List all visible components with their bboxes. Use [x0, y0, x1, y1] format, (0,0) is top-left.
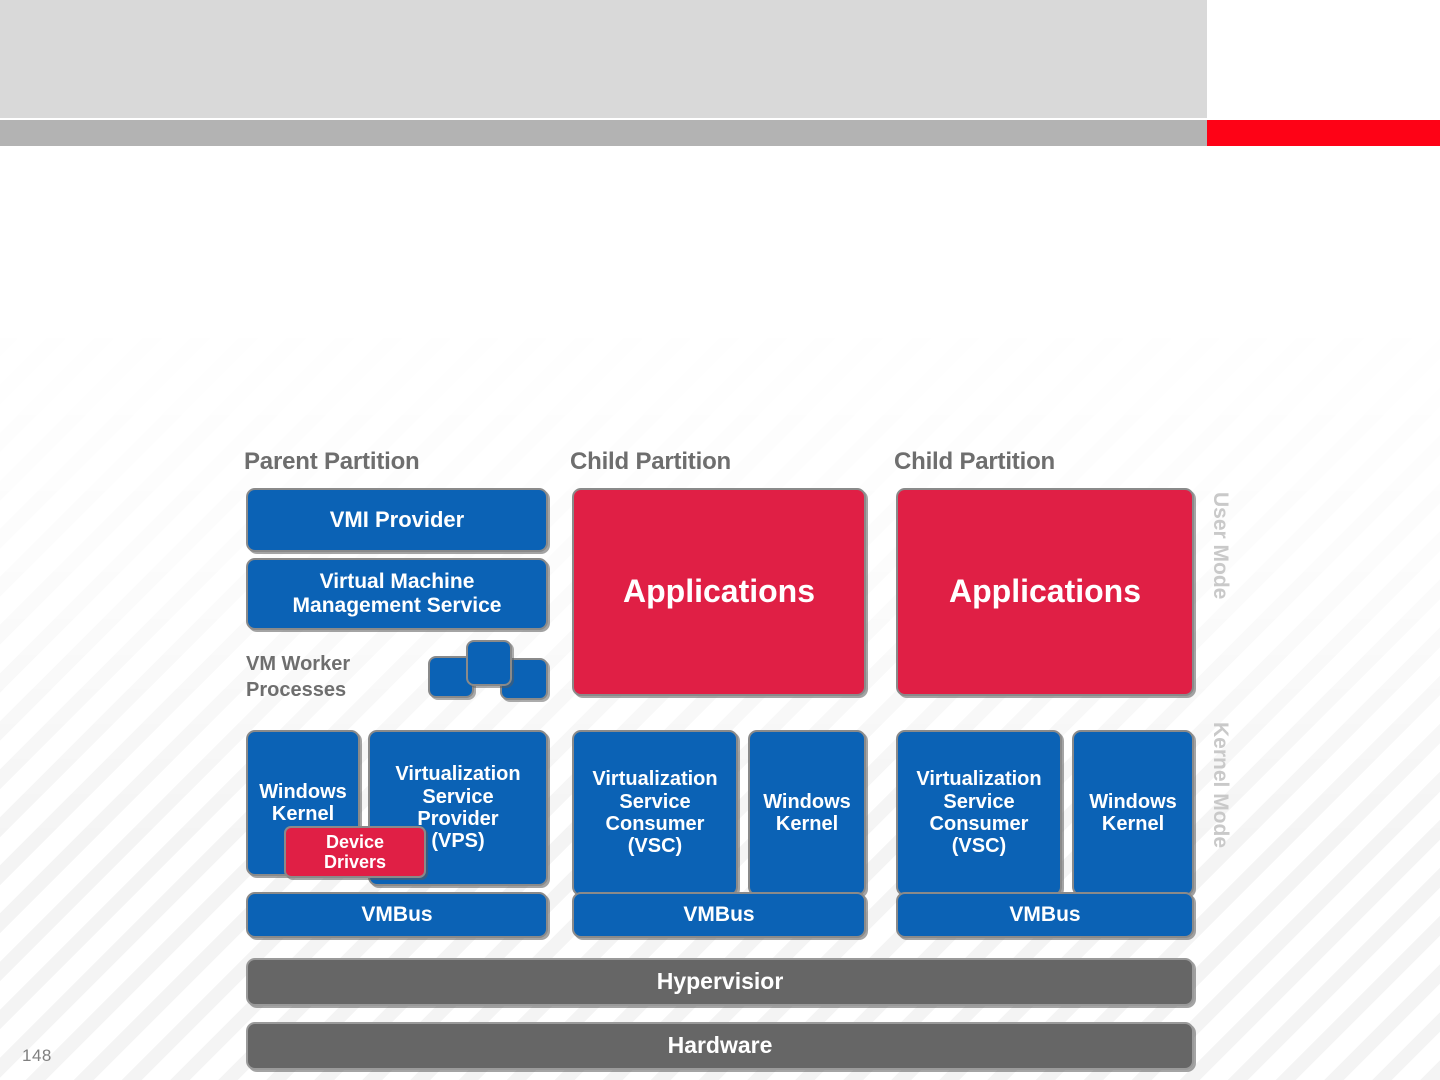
box-label: Hardware — [667, 1032, 773, 1059]
slide-header-accent-bar — [1207, 120, 1440, 146]
box-label: VMBus — [361, 903, 433, 927]
box-label: Hypervisior — [656, 968, 784, 995]
box-label: Applications — [948, 573, 1141, 610]
slide-header-block — [0, 0, 1207, 118]
box-hardware[interactable]: Hardware — [246, 1022, 1194, 1070]
box-child2-vmbus[interactable]: VMBus — [896, 892, 1194, 938]
mode-label-user-mode: User Mode — [1209, 492, 1232, 600]
column-title-child-partition-1: Child Partition — [570, 448, 731, 475]
slide-header-bar — [0, 120, 1207, 146]
box-child2-applications[interactable]: Applications — [896, 488, 1194, 696]
column-title-parent-partition: Parent Partition — [244, 448, 420, 475]
column-title-child-partition-2: Child Partition — [894, 448, 1055, 475]
page-number: 148 — [22, 1046, 52, 1065]
process-chip-center — [466, 640, 512, 686]
vm-worker-processes-icon — [428, 640, 552, 700]
box-label: VMI Provider — [329, 506, 465, 532]
box-child1-applications[interactable]: Applications — [572, 488, 866, 696]
box-label: VMBus — [1009, 903, 1081, 927]
box-child1-vmbus[interactable]: VMBus — [572, 892, 866, 938]
hyperv-architecture-diagram: Parent Partition Child Partition Child P… — [240, 440, 1232, 1070]
box-vmi-provider[interactable]: VMI Provider — [246, 488, 548, 552]
box-label: VMBus — [683, 903, 755, 927]
box-parent-vmbus[interactable]: VMBus — [246, 892, 548, 938]
box-hypervisor[interactable]: Hypervisior — [246, 958, 1194, 1006]
box-label: Applications — [622, 573, 815, 610]
mode-label-kernel-mode: Kernel Mode — [1209, 722, 1232, 849]
